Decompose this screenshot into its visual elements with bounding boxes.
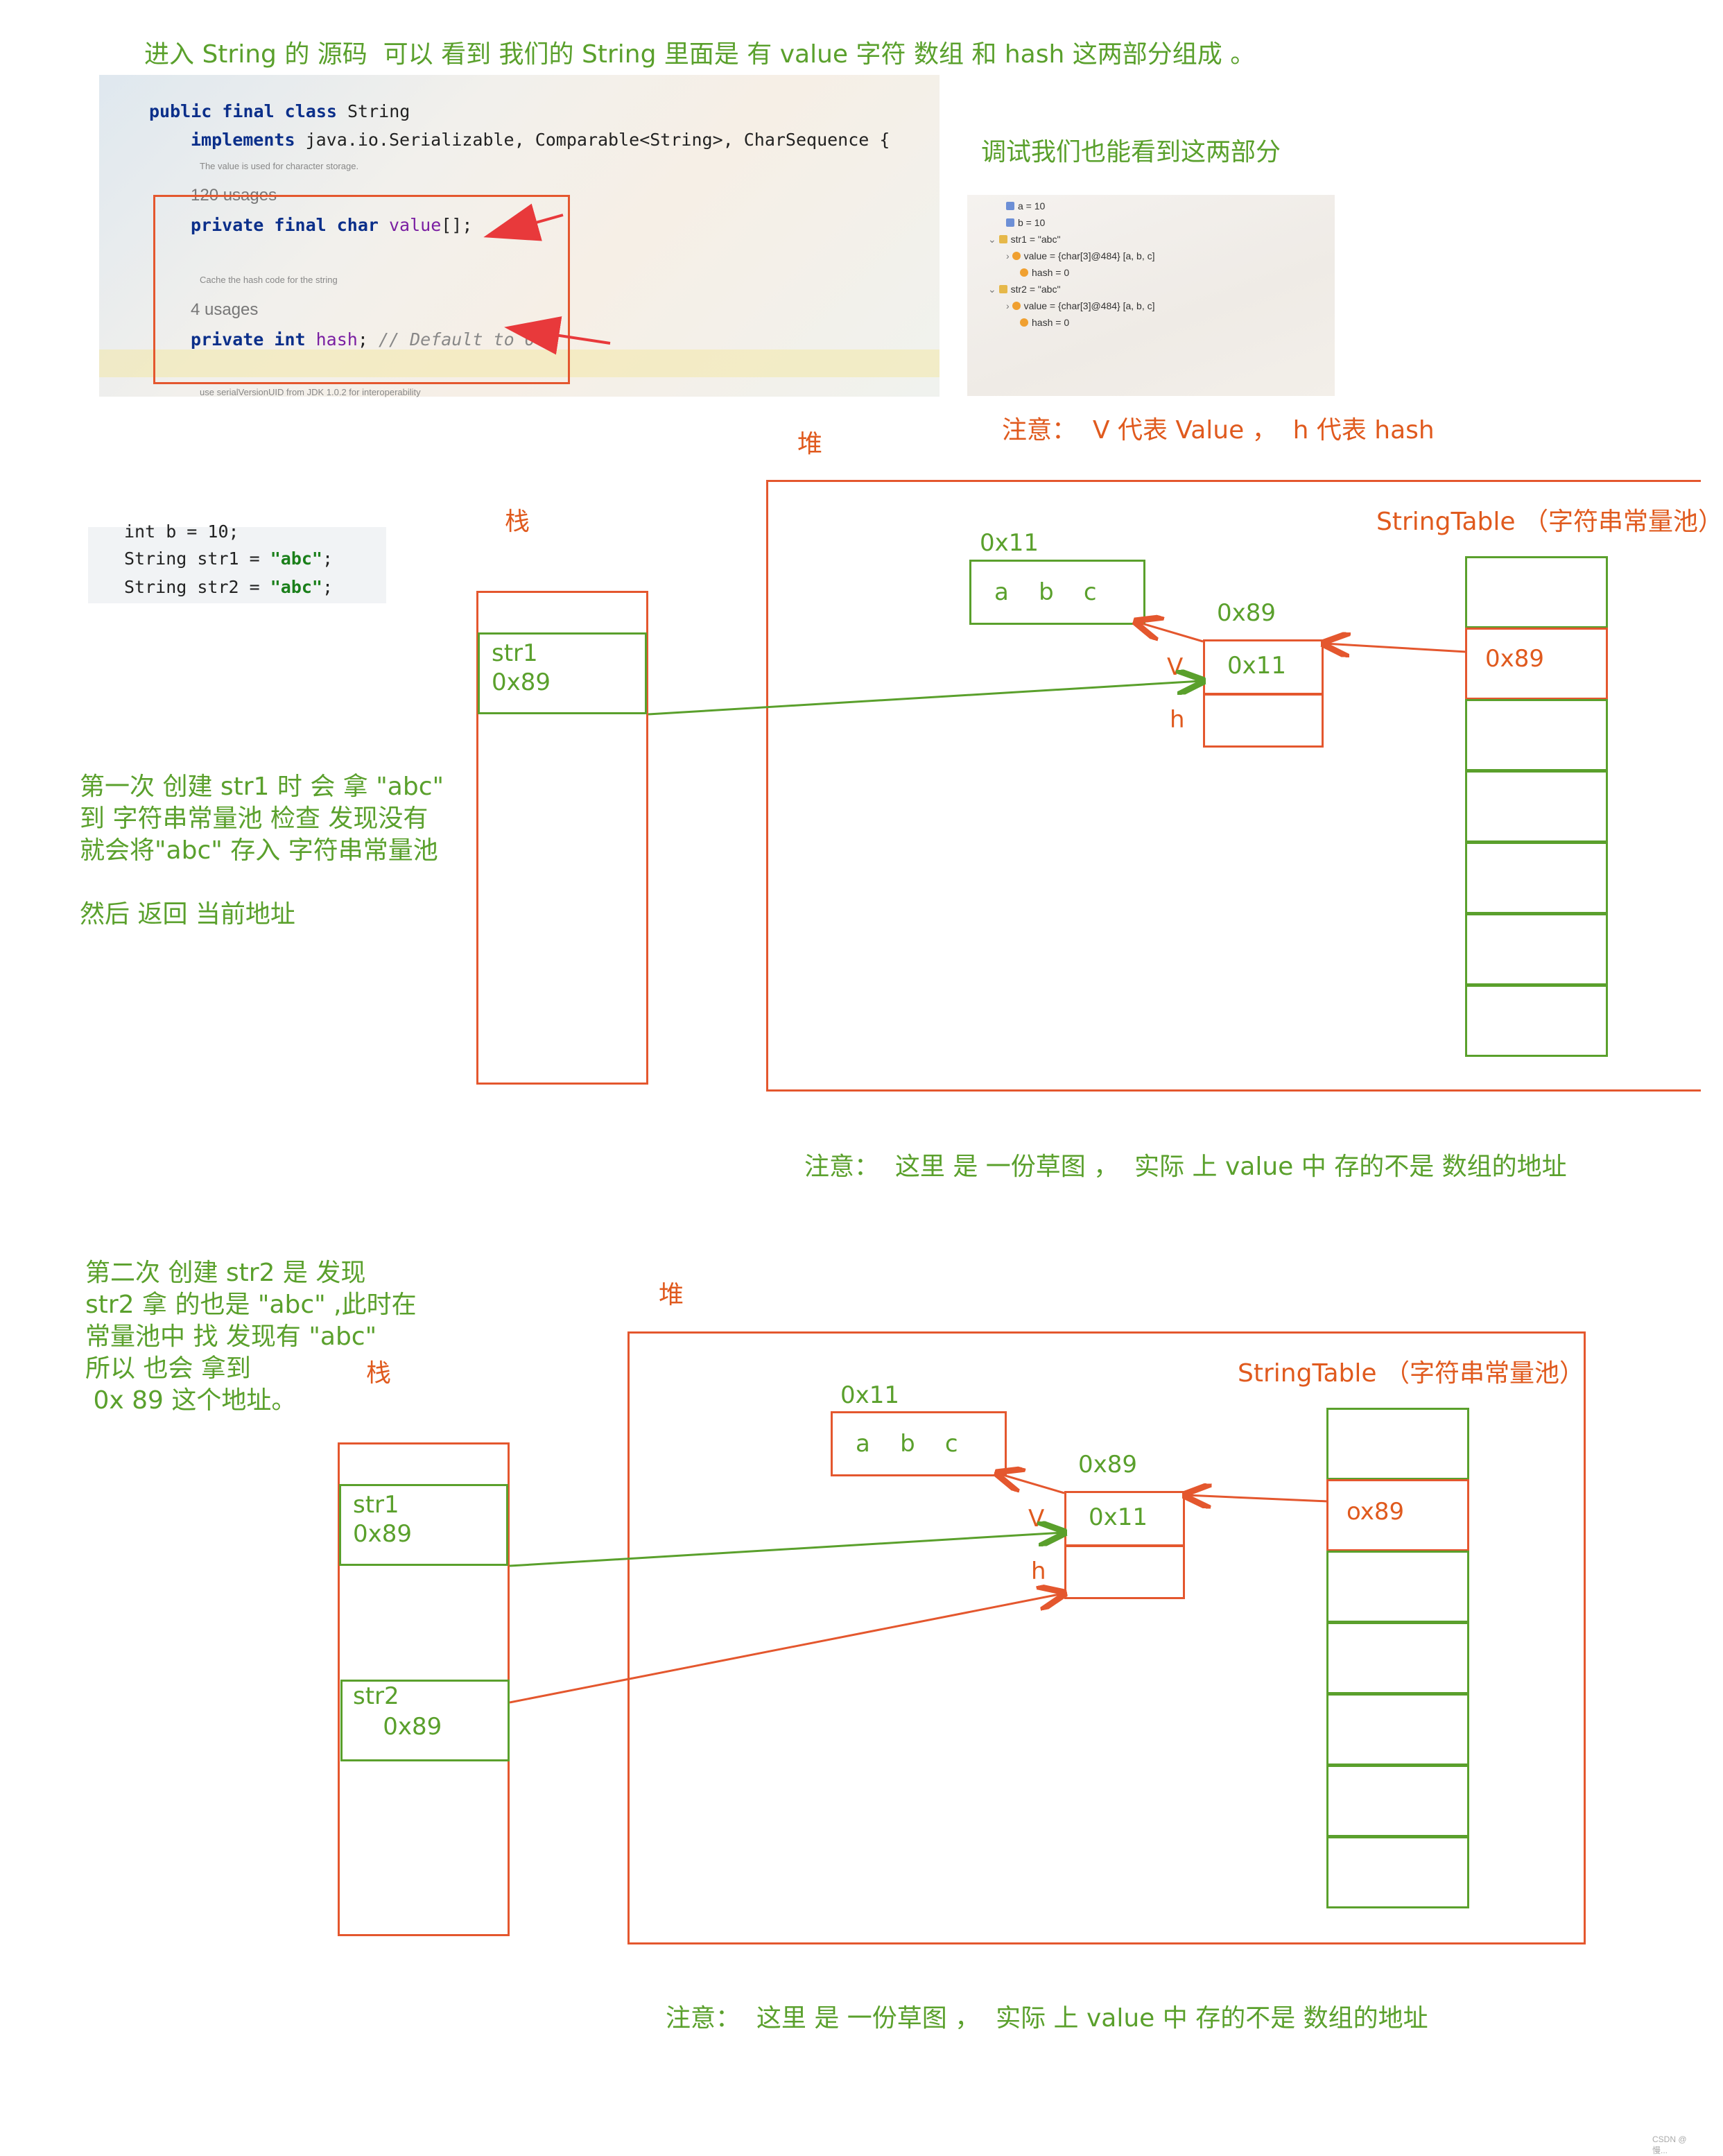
debug-caption: 调试我们也能看到这两部分 — [981, 138, 1281, 166]
mini-code-snippet: int b = 10; String str1 = "abc"; String … — [88, 521, 386, 603]
d2-explain-line: 所以 也会 拿到 — [85, 1354, 251, 1383]
watermark: CSDN @慢... — [1652, 2135, 1687, 2155]
mini-code-line-1: String str1 = "abc"; — [124, 549, 334, 569]
usage-count-2: 4 usages — [191, 300, 259, 319]
d2-arrow-table-to-object — [1186, 1495, 1328, 1501]
d1-heap-label: 堆 — [797, 430, 823, 458]
d1-note: 注意： 这里 是 一份草图 ， 实际 上 value 中 存的不是 数组的地址 — [804, 1153, 1567, 1181]
d1-stack-column — [476, 591, 648, 1085]
d2-value-ptr: 0x11 — [1089, 1503, 1148, 1531]
d2-note: 注意： 这里 是 一份草图 ， 实际 上 value 中 存的不是 数组的地址 — [666, 2004, 1428, 2033]
d1-str1-addr: 0x89 — [492, 669, 551, 696]
mini-code-line-2: String str2 = "abc"; — [124, 577, 334, 597]
code-line-2: implements java.io.Serializable, Compara… — [191, 130, 890, 150]
debug-var-b: b = 10 — [1006, 217, 1045, 228]
d1-explain-line: 第一次 创建 str1 时 会 拿 "abc" — [80, 773, 444, 801]
d1-object-hash-field — [1203, 693, 1324, 748]
string-table-slot — [1465, 913, 1608, 985]
code-arrow-hash — [504, 316, 611, 355]
code-line-1: public final class String — [149, 101, 410, 121]
debug-str2-value[interactable]: › value = {char[3]@484} [a, b, c] — [1006, 300, 1155, 311]
string-table-slot — [1326, 1836, 1469, 1908]
d2-str2-name: str2 — [353, 1682, 399, 1710]
string-table-slot — [1326, 1622, 1469, 1694]
d2-stack-label: 栈 — [366, 1359, 392, 1388]
d1-array-content: a b c — [994, 578, 1097, 606]
doc-comment-2: Cache the hash code for the string — [200, 275, 338, 285]
d1-object-addr: 0x89 — [1217, 599, 1276, 627]
d2-stack-cell-str2 — [340, 1680, 510, 1761]
d2-array-addr: 0x11 — [840, 1381, 900, 1409]
code-arrow-value — [483, 203, 564, 241]
d2-arrow-str1-to-object — [509, 1533, 1063, 1567]
d1-heap-box — [766, 480, 1701, 1092]
d1-arrow-stack-to-object — [648, 681, 1202, 716]
d2-array-content: a b c — [856, 1430, 958, 1458]
code-line-hash: private int hash; // Default to 0 — [191, 329, 535, 350]
d2-object-hash-field — [1064, 1545, 1185, 1599]
d2-table-entry: ox89 — [1347, 1498, 1405, 1526]
d2-explain: 第二次 创建 str2 是 发现 str2 拿 的也是 "abc" ,此时在常量池… — [85, 1225, 417, 1449]
mini-code-line-0: int b = 10; — [124, 521, 239, 542]
d2-arrow-value-to-array — [998, 1474, 1065, 1494]
d1-stack-label: 栈 — [505, 508, 530, 536]
debug-str1-hash: hash = 0 — [1020, 267, 1069, 278]
doc-comment-1: The value is used for character storage. — [200, 161, 359, 171]
d1-table-entry: 0x89 — [1485, 645, 1545, 673]
string-table-slot — [1326, 1479, 1469, 1551]
string-table-slot — [1326, 1551, 1469, 1623]
string-table-slot — [1465, 842, 1608, 914]
string-table-slot — [1326, 1765, 1469, 1837]
string-table-slot — [1326, 1693, 1469, 1766]
d1-value-ptr: 0x11 — [1227, 652, 1287, 680]
debug-var-a: a = 10 — [1006, 200, 1045, 212]
d1-array-addr: 0x11 — [980, 529, 1039, 557]
d2-h-label: h — [1031, 1558, 1046, 1585]
d2-str2-addr: 0x89 — [353, 1713, 442, 1741]
d2-str1-name: str1 — [353, 1491, 399, 1519]
doc-comment-3: use serialVersionUID from JDK 1.0.2 for … — [200, 387, 421, 397]
d1-stack-cell-str1 — [478, 632, 647, 714]
d1-h-label: h — [1170, 706, 1185, 734]
d1-table-label: StringTable （字符串常量池） — [1376, 508, 1723, 536]
intro-text: 进入 String 的 源码 可以 看到 我们的 String 里面是 有 va… — [144, 40, 1256, 69]
d2-explain-line: 第二次 创建 str2 是 发现 — [85, 1259, 366, 1287]
d1-explain-line: 就会将"abc" 存入 字符串常量池 — [80, 836, 438, 865]
d2-table-label: StringTable （字符串常量池） — [1238, 1359, 1584, 1388]
code-line-value: private final char value[]; — [191, 215, 473, 235]
debugger-variables-screenshot: a = 10 b = 10 ⌄ str1 = "abc" › value = {… — [967, 195, 1335, 396]
d1-str1-name: str1 — [492, 639, 538, 667]
string-table-slot — [1465, 699, 1608, 771]
d1-explain: 第一次 创建 str1 时 会 拿 "abc" 到 字符串常量池 检查 发现没有就… — [80, 739, 444, 963]
d1-explain-line: 然后 返回 当前地址 — [80, 900, 295, 929]
d1-arrow-table-to-object — [1325, 644, 1467, 652]
d2-object-addr: 0x89 — [1078, 1451, 1138, 1478]
debug-str2-hash: hash = 0 — [1020, 317, 1069, 328]
note-v-h: 注意： V 代表 Value ， h 代表 hash — [1002, 416, 1435, 445]
d2-char-array — [831, 1411, 1007, 1476]
d1-explain-line: 到 字符串常量池 检查 发现没有 — [80, 804, 428, 833]
d2-arrow-str2-to-object — [509, 1594, 1063, 1704]
debug-str1-value[interactable]: › value = {char[3]@484} [a, b, c] — [1006, 250, 1155, 261]
d2-explain-line: 常量池中 找 发现有 "abc" — [85, 1322, 377, 1351]
d1-arrow-value-to-array — [1137, 622, 1204, 643]
string-table-slot — [1465, 628, 1608, 700]
d2-explain-line: 0x 89 这个地址。 — [85, 1386, 297, 1415]
d2-heap-label: 堆 — [659, 1281, 684, 1309]
d2-heap-box — [627, 1331, 1586, 1944]
string-table-slot — [1465, 985, 1608, 1057]
string-table-slot — [1465, 770, 1608, 843]
d2-stack-cell-str1 — [339, 1484, 508, 1566]
d1-char-array — [969, 560, 1145, 625]
debug-var-str2[interactable]: ⌄ str2 = "abc" — [988, 284, 1061, 295]
code-highlight-box — [153, 195, 570, 384]
d2-explain-line: str2 拿 的也是 "abc" ,此时在 — [85, 1291, 417, 1319]
string-table-slot — [1326, 1408, 1469, 1480]
d2-str1-addr: 0x89 — [353, 1520, 413, 1548]
debug-var-str1[interactable]: ⌄ str1 = "abc" — [988, 234, 1061, 245]
string-table-slot — [1465, 556, 1608, 628]
